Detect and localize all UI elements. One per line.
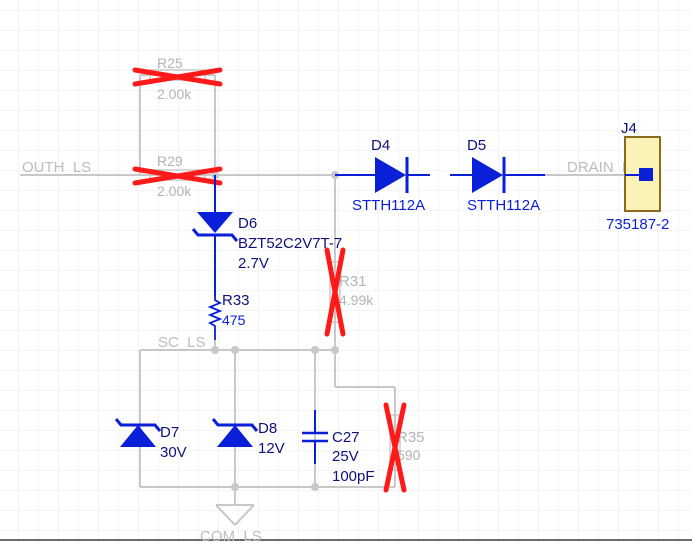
r25-value: 2.00k xyxy=(157,86,192,102)
ground-symbol xyxy=(215,504,255,526)
d8-symbol xyxy=(217,425,253,447)
net-label-outh: OUTH_LS xyxy=(22,159,91,176)
c27-voltage: 25V xyxy=(332,448,359,465)
r29-value: 2.00k xyxy=(157,183,192,199)
r31-value: 4.99k xyxy=(339,292,374,308)
resistor-r31[interactable]: R31 4.99k xyxy=(324,247,374,337)
d6-symbol xyxy=(197,212,233,233)
r35-body xyxy=(389,414,401,471)
d7-ref: D7 xyxy=(160,424,179,441)
d6-voltage: 2.7V xyxy=(238,255,269,272)
r29-body xyxy=(149,169,206,181)
j4-ref: J4 xyxy=(621,120,637,137)
junction-dots xyxy=(211,171,339,491)
d4-value: STTH112A xyxy=(352,197,425,214)
r35-value: 590 xyxy=(397,447,421,463)
d8-ref: D8 xyxy=(258,420,277,437)
zener-diode-d6[interactable]: D6 BZT52C2V7T-7 2.7V xyxy=(191,175,342,296)
r29-ref: R29 xyxy=(157,153,183,169)
net-label-sc: SC_LS xyxy=(158,334,206,351)
r25-dnp-cross xyxy=(132,67,223,87)
d7-symbol xyxy=(120,425,156,447)
resistor-r35[interactable]: R35 590 xyxy=(383,402,425,493)
d5-value: STTH112A xyxy=(467,197,540,214)
r31-dnp-cross xyxy=(324,247,346,337)
c27-ref: C27 xyxy=(332,429,360,446)
d4-ref: D4 xyxy=(371,137,390,154)
d7-value: 30V xyxy=(160,444,187,461)
d6-ref: D6 xyxy=(238,215,257,232)
r33-ref: R33 xyxy=(222,292,250,309)
connector-j4[interactable]: J4 735187-2 xyxy=(606,120,669,233)
d5-ref: D5 xyxy=(467,137,486,154)
c27-value: 100pF xyxy=(332,468,375,485)
r35-dnp-cross xyxy=(383,402,407,493)
net-label-drain: DRAIN_LS xyxy=(567,159,640,176)
d4-symbol xyxy=(375,157,406,193)
r33-value: 475 xyxy=(222,312,246,328)
r33-zigzag xyxy=(207,296,223,340)
net-label-com: COM_LS xyxy=(200,528,262,543)
r31-body xyxy=(329,261,341,323)
d6-value: BZT52C2V7T-7 xyxy=(238,235,342,252)
diode-d5[interactable]: D5 STTH112A xyxy=(450,137,545,214)
capacitor-c27[interactable]: C27 25V 100pF xyxy=(302,410,375,485)
resistor-r25[interactable]: R25 2.00k xyxy=(132,55,223,102)
resistor-r33[interactable]: R33 475 xyxy=(207,292,250,340)
resistor-r29[interactable]: R29 2.00k xyxy=(132,153,223,199)
j4-value: 735187-2 xyxy=(606,216,669,233)
diode-d4[interactable]: D4 STTH112A xyxy=(335,137,430,214)
r25-ref: R25 xyxy=(157,55,183,71)
zener-diode-d7[interactable]: D7 30V xyxy=(114,418,187,461)
r31-ref: R31 xyxy=(339,273,367,290)
d5-symbol xyxy=(472,157,503,193)
r29-dnp-cross xyxy=(132,166,223,186)
j4-pin xyxy=(639,168,653,181)
d8-value: 12V xyxy=(258,440,285,457)
r35-ref: R35 xyxy=(397,429,425,446)
zener-diode-d8[interactable]: D8 12V xyxy=(211,418,285,457)
